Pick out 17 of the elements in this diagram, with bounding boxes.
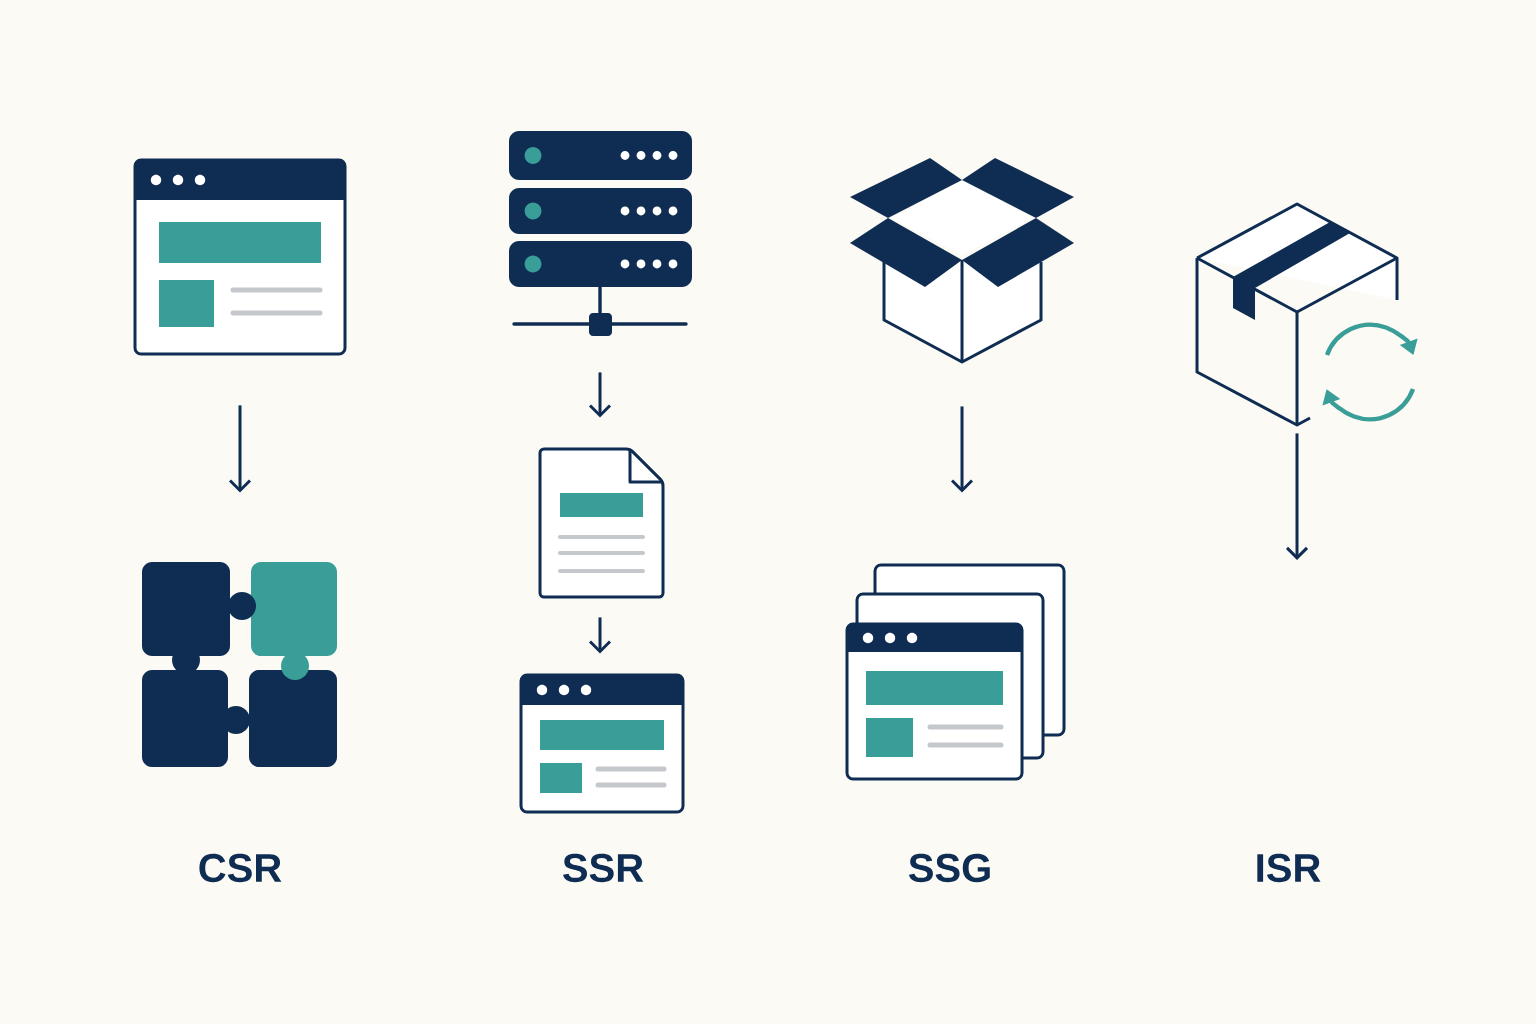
server-drawing — [509, 131, 692, 336]
open-box-drawing — [850, 158, 1074, 364]
arrow — [588, 372, 612, 418]
column-label: CSR — [199, 853, 282, 883]
browser-window-drawing — [133, 158, 347, 356]
stacked-windows-drawing — [845, 563, 1066, 781]
browser-window-drawing — [519, 673, 685, 814]
column-label: SSR — [563, 853, 644, 883]
arrow — [950, 406, 974, 493]
column-label: SSG — [908, 853, 990, 883]
arrow — [228, 405, 252, 493]
arrow — [1285, 433, 1309, 560]
document-drawing — [538, 447, 665, 599]
box-refresh-drawing — [1195, 202, 1418, 427]
column-label: ISR — [1257, 853, 1321, 883]
puzzle-drawing — [142, 562, 337, 767]
arrow — [588, 617, 612, 654]
